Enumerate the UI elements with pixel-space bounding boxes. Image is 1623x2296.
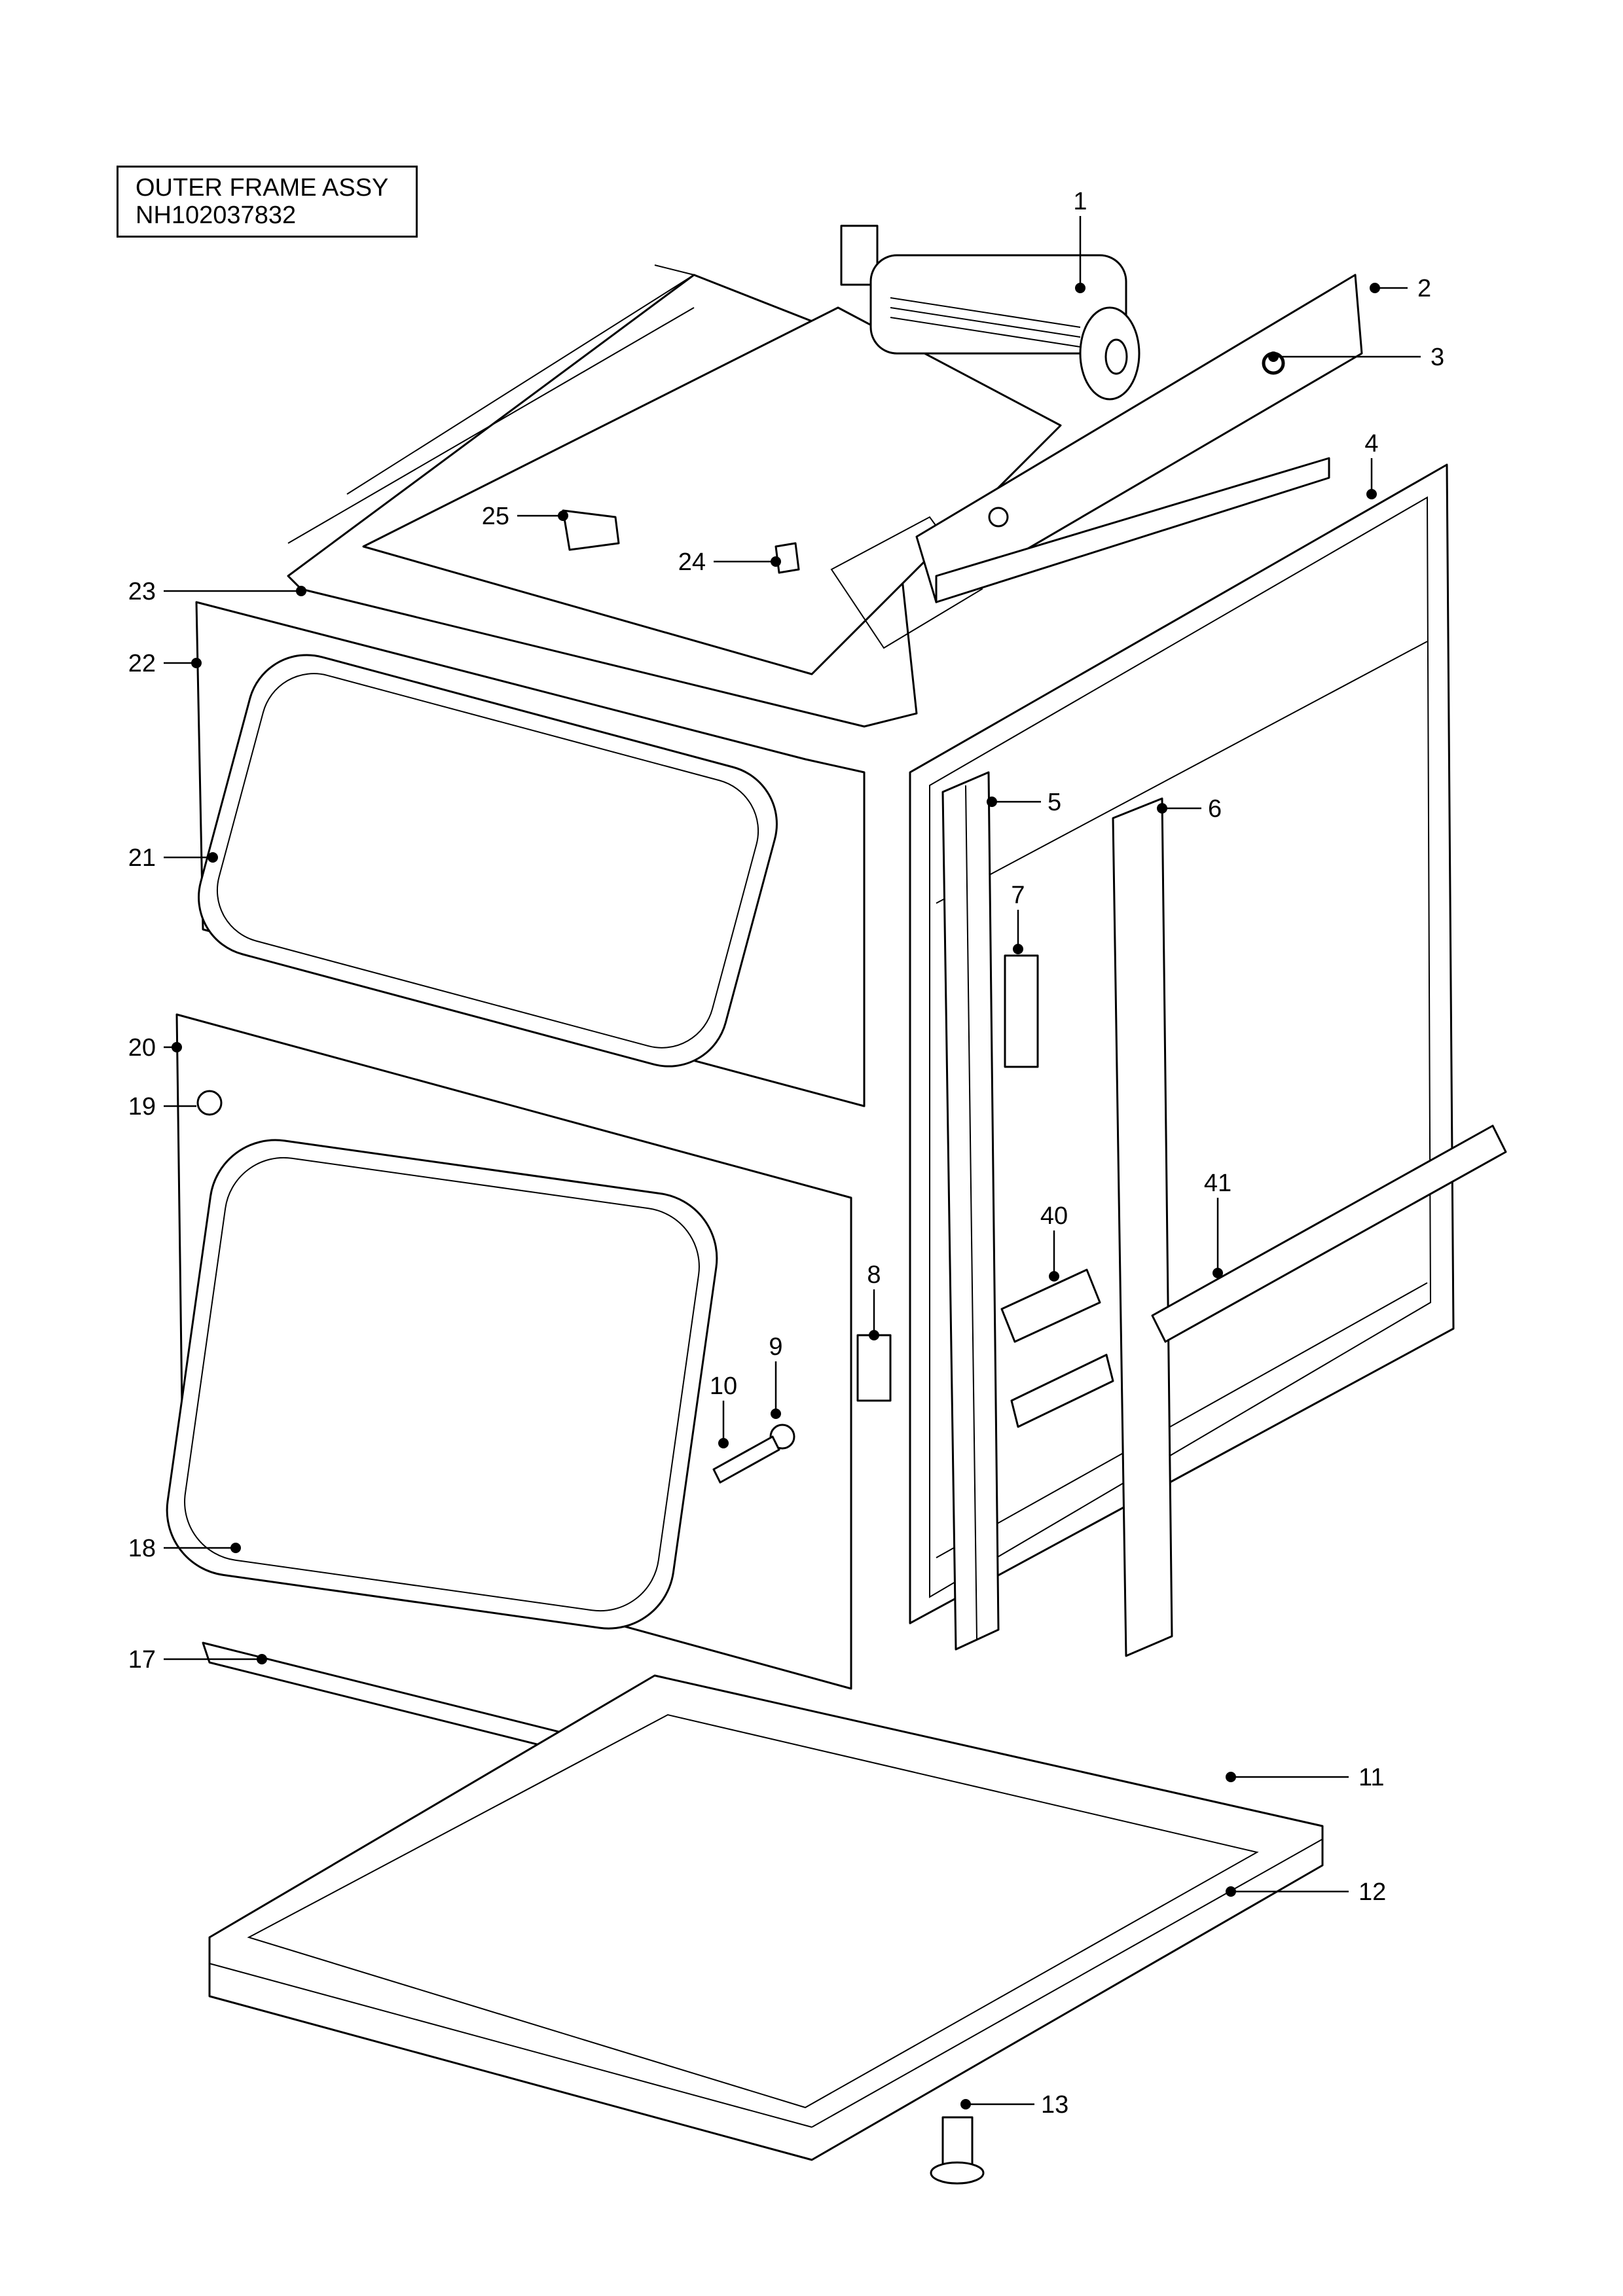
right-side-frame — [909, 463, 1455, 1624]
callout-5: 5 — [1048, 789, 1061, 816]
callout-2: 2 — [1417, 275, 1431, 302]
top-panel — [287, 264, 1062, 728]
callout-25: 25 — [482, 503, 509, 530]
callout-22: 22 — [128, 650, 156, 677]
callout-18: 18 — [128, 1535, 156, 1562]
hinge-bracket — [1004, 954, 1039, 1068]
callout-4: 4 — [1364, 430, 1378, 457]
callout-leaders — [164, 216, 1421, 2109]
screw — [712, 1435, 780, 1484]
front-trim-6 — [1112, 797, 1173, 1657]
callout-11: 11 — [1359, 1764, 1384, 1791]
callout-12: 12 — [1359, 1878, 1386, 1906]
adjustable-foot — [930, 2116, 985, 2185]
callout-41: 41 — [1204, 1170, 1231, 1197]
callout-19: 19 — [128, 1093, 156, 1121]
side-rail — [1151, 1124, 1507, 1343]
title-box: OUTER FRAME ASSY NH102037832 — [117, 166, 418, 238]
assembly-title: OUTER FRAME ASSY — [136, 174, 389, 202]
lower-front-panel — [166, 1013, 852, 1690]
assembly-part-number: NH102037832 — [136, 202, 297, 229]
callout-7: 7 — [1011, 882, 1025, 909]
front-trim-5 — [941, 771, 1000, 1651]
callout-9: 9 — [769, 1333, 782, 1361]
callout-3: 3 — [1431, 344, 1444, 371]
callout-21: 21 — [128, 844, 156, 872]
support-brackets — [1000, 1268, 1114, 1428]
callout-8: 8 — [867, 1261, 881, 1289]
callout-40: 40 — [1040, 1202, 1068, 1230]
mounting-block — [856, 1334, 892, 1402]
callout-1: 1 — [1073, 188, 1087, 215]
fan-motor — [840, 224, 1140, 401]
callout-23: 23 — [128, 578, 156, 605]
thermostat — [562, 509, 620, 551]
callout-24: 24 — [678, 548, 706, 576]
callout-17: 17 — [128, 1646, 156, 1674]
base-frame — [208, 1674, 1324, 2161]
upper-front-panel — [195, 601, 866, 1107]
callout-13: 13 — [1041, 2091, 1068, 2119]
callout-10: 10 — [710, 1372, 737, 1400]
callout-20: 20 — [128, 1034, 156, 1062]
callout-6: 6 — [1208, 795, 1222, 823]
rear-bracket — [915, 274, 1363, 603]
